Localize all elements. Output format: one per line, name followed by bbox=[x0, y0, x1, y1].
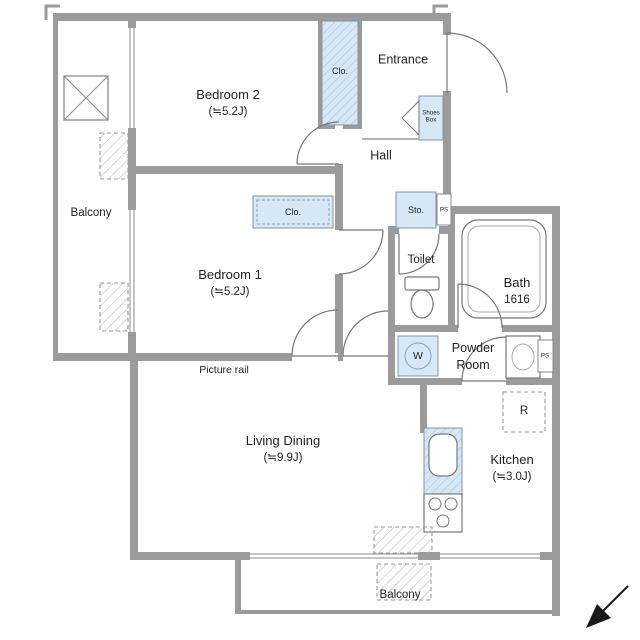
bedroom2-size: (≒5.2J) bbox=[208, 105, 248, 118]
wall-segment bbox=[358, 21, 362, 129]
wall-segment bbox=[58, 353, 343, 361]
escape-hatch-box bbox=[63, 75, 109, 121]
door-powder-room bbox=[461, 336, 507, 382]
door-bedroom1-living bbox=[291, 309, 339, 357]
wall-segment bbox=[130, 353, 138, 560]
picture-rail-label: Picture rail bbox=[199, 363, 249, 376]
bedroom1-size: (≒5.2J) bbox=[210, 285, 250, 298]
door-toilet bbox=[398, 233, 440, 275]
door-bedroom1 bbox=[338, 229, 384, 275]
window-living bbox=[250, 552, 418, 560]
equipment-area bbox=[99, 282, 129, 332]
wall-segment bbox=[448, 206, 560, 214]
closet-bedroom1-label: Clo. bbox=[284, 206, 302, 217]
window-bedroom2 bbox=[127, 28, 137, 128]
corner-mark bbox=[44, 4, 60, 20]
window-bedroom1 bbox=[127, 210, 137, 332]
living-dining-size: (≒9.9J) bbox=[263, 451, 303, 464]
corner-mark bbox=[432, 4, 448, 18]
living-dining-label: Living Dining (≒9.9J) bbox=[246, 432, 320, 466]
door-bedroom2 bbox=[296, 121, 340, 165]
powder-vanity bbox=[505, 335, 541, 379]
bath-label: Bath 1616 bbox=[504, 274, 531, 308]
door-opening bbox=[335, 122, 343, 164]
balcony-left-label: Balcony bbox=[70, 207, 112, 220]
entrance-label: Entrance bbox=[377, 52, 429, 67]
wall-segment bbox=[235, 610, 560, 614]
toilet-label: Toilet bbox=[407, 254, 435, 267]
wall-segment bbox=[53, 13, 58, 361]
bedroom1-name: Bedroom 1 bbox=[198, 266, 262, 282]
closet-bedroom1-box bbox=[252, 195, 334, 229]
wall-segment bbox=[136, 166, 343, 174]
wall-segment bbox=[420, 385, 427, 433]
pipe-space-lower-label: PS bbox=[540, 352, 550, 360]
bedroom1-label: Bedroom 1 (≒5.2J) bbox=[198, 266, 262, 300]
wall-segment bbox=[443, 13, 451, 35]
wall-segment bbox=[448, 214, 455, 332]
wall-segment bbox=[443, 91, 451, 214]
north-arrow-icon bbox=[586, 585, 629, 628]
bath-size: 1616 bbox=[504, 293, 530, 306]
stove bbox=[423, 493, 463, 533]
bedroom2-label: Bedroom 2 (≒5.2J) bbox=[196, 86, 260, 120]
kitchen-size: (≒3.0J) bbox=[492, 470, 532, 483]
door-bath bbox=[457, 283, 503, 329]
entrance-step-arrow-icon bbox=[401, 99, 420, 137]
kitchen-label: Kitchen (≒3.0J) bbox=[490, 451, 533, 485]
pipe-space-upper-box bbox=[436, 193, 452, 226]
washing-machine-label: W bbox=[413, 349, 423, 362]
wall-segment bbox=[388, 226, 395, 385]
wall-segment bbox=[318, 21, 322, 129]
refrigerator-box bbox=[502, 391, 546, 433]
door-opening bbox=[399, 226, 439, 234]
storage-box bbox=[395, 191, 437, 229]
wall-segment bbox=[128, 13, 136, 361]
equipment-area bbox=[376, 563, 432, 601]
kitchen-name: Kitchen bbox=[490, 451, 534, 467]
equipment-area bbox=[99, 132, 129, 180]
wall-segment bbox=[235, 560, 241, 612]
powder-room-label: Powder Room bbox=[451, 341, 495, 372]
bedroom2-name: Bedroom 2 bbox=[196, 86, 260, 102]
shoes-box bbox=[401, 95, 444, 141]
hall-label: Hall bbox=[370, 148, 392, 163]
door-opening bbox=[335, 230, 343, 274]
pipe-space-upper-label: PS bbox=[439, 206, 449, 214]
shoes-box-label: Shoes Box bbox=[422, 109, 440, 124]
wall-segment bbox=[552, 214, 560, 616]
bath-name: Bath bbox=[503, 274, 531, 290]
wall-segment bbox=[58, 13, 450, 21]
door-entrance bbox=[446, 32, 508, 94]
storage-label: Sto. bbox=[407, 204, 425, 215]
bathtub bbox=[461, 219, 547, 319]
refrigerator-label: R bbox=[519, 405, 529, 418]
pipe-space-lower-box bbox=[537, 339, 554, 373]
living-dining-name: Living Dining bbox=[245, 432, 321, 448]
closet-bedroom2-box bbox=[321, 20, 359, 126]
door-living bbox=[342, 310, 389, 357]
balcony-bottom-label: Balcony bbox=[379, 589, 421, 602]
equipment-area bbox=[373, 526, 433, 554]
closet-bedroom2-label: Clo. bbox=[331, 65, 349, 76]
toilet-fixture bbox=[404, 276, 440, 319]
door-opening bbox=[292, 353, 338, 361]
washing-machine-box bbox=[397, 335, 439, 377]
kitchen-counter bbox=[423, 427, 463, 533]
door-opening bbox=[458, 325, 502, 332]
kitchen-sink bbox=[428, 433, 458, 477]
window-kitchen bbox=[440, 552, 540, 560]
